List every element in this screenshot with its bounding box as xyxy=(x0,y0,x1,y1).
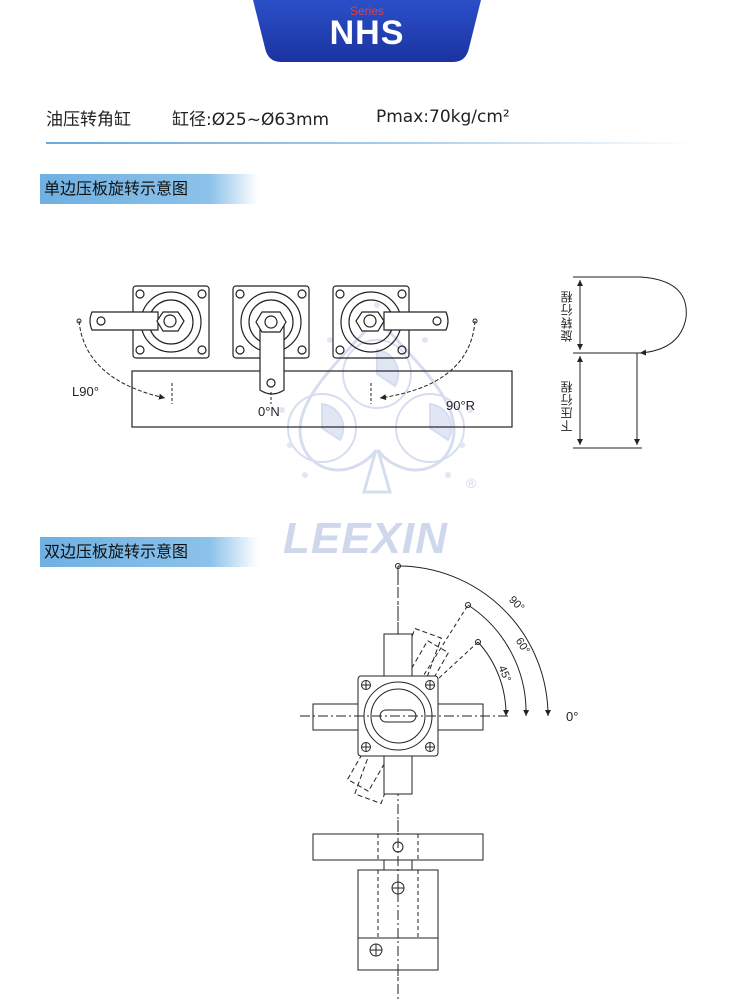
rotate-stroke-label: 旋转行程 xyxy=(560,290,574,342)
watermark-registered: ® xyxy=(466,475,477,491)
stroke-diagram xyxy=(573,276,687,449)
angle-0-label: 0° xyxy=(566,709,579,724)
bore-spec: 缸径:Ø25~Ø63mm xyxy=(172,109,330,130)
series-tab: Series NHS xyxy=(253,0,481,62)
series-name: NHS xyxy=(329,14,405,52)
pressure-spec: Pmax:70kg/cm² xyxy=(376,107,510,127)
watermark-brand: LEEXIN xyxy=(283,514,448,563)
left-90-label: L90° xyxy=(72,384,99,399)
center-0-label: 0°N xyxy=(258,404,280,419)
section-double-label: 双边压板旋转示意图 xyxy=(44,542,189,561)
section-double-clamp: 双边压板旋转示意图 xyxy=(40,537,258,567)
product-title: 油压转角缸 xyxy=(46,109,131,130)
single-rotation-arcs xyxy=(76,318,478,404)
double-clamp-drawing xyxy=(300,563,551,1000)
press-stroke-label: 下压行程 xyxy=(560,380,574,432)
header-divider xyxy=(46,142,696,144)
spec-row: 油压转角缸 缸径:Ø25~Ø63mm Pmax:70kg/cm² xyxy=(46,104,510,130)
series-label: Series xyxy=(349,4,384,18)
section-single-clamp: 单边压板旋转示意图 xyxy=(40,174,258,204)
right-90-label: 90°R xyxy=(446,398,476,413)
section-single-label: 单边压板旋转示意图 xyxy=(44,179,189,198)
single-clamp-drawing xyxy=(89,285,513,428)
series-tab-shape xyxy=(253,0,481,62)
leexin-watermark: ® LEEXIN xyxy=(279,302,477,563)
